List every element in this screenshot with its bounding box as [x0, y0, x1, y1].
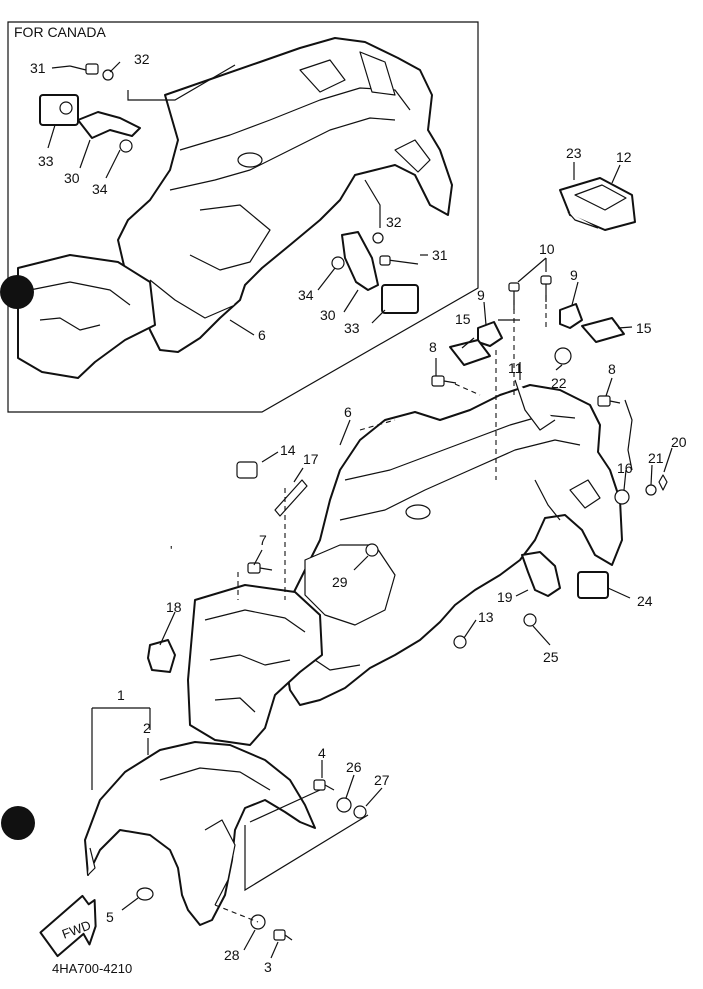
inset-battery-box	[17, 254, 156, 379]
part-18-clamp	[147, 639, 176, 673]
main-rear-fender	[279, 384, 623, 706]
part-13-rivet	[453, 635, 467, 649]
part-9-clip-right	[559, 303, 583, 329]
inset-reflector-33a	[39, 94, 79, 126]
inset-nut-32b	[372, 232, 384, 244]
callout-25: 25	[543, 649, 559, 665]
callout-1: 1	[117, 687, 125, 703]
part-15-pad-right	[581, 317, 625, 343]
part-14-damper	[236, 461, 258, 479]
callout-32-inset-b: 32	[386, 214, 402, 230]
callout-5: 5	[106, 909, 114, 925]
part-16-lamp	[624, 399, 633, 471]
part-5-grommet	[136, 887, 154, 901]
fwd-direction-arrow: FWD	[39, 894, 97, 958]
inset-title: FOR CANADA	[14, 24, 106, 40]
callout-15-right: 15	[636, 320, 652, 336]
callout-15-left: 15	[455, 311, 471, 327]
callout-3: 3	[264, 959, 272, 975]
stray-mark: '	[170, 543, 172, 558]
inset-bolt-31a	[69, 63, 99, 75]
inset-reflector-33b	[381, 284, 419, 314]
inset-bracket-30b	[341, 231, 379, 291]
callout-26: 26	[346, 759, 362, 775]
callout-32-inset-a: 32	[134, 51, 150, 67]
callout-24: 24	[637, 593, 653, 609]
callout-28: 28	[224, 947, 240, 963]
front-leaders	[91, 707, 383, 959]
registration-dot-upper	[0, 275, 34, 309]
callout-29: 29	[332, 574, 348, 590]
callout-6-inset: 6	[258, 327, 266, 343]
part-19-bracket	[521, 551, 561, 597]
callout-34-inset-a: 34	[92, 181, 108, 197]
part-17-strip	[274, 479, 308, 517]
part-29-grommet	[365, 543, 379, 557]
callout-13: 13	[478, 609, 494, 625]
inset-bolt-31b	[379, 255, 419, 266]
callout-17: 17	[303, 451, 319, 467]
registration-dot-lower	[1, 806, 35, 840]
callout-9-left: 9	[477, 287, 485, 303]
inset-nut-32a	[102, 69, 114, 81]
callout-8-left: 8	[429, 339, 437, 355]
callout-12: 12	[616, 149, 632, 165]
front-dashed-lines	[214, 789, 369, 923]
inset-collar-34b	[331, 256, 345, 270]
part-3-bolt	[273, 929, 293, 941]
callout-7: 7	[259, 532, 267, 548]
main-dashed-lines	[237, 295, 547, 600]
inset-frame	[7, 21, 479, 413]
callout-20: 20	[671, 434, 687, 450]
callout-9-right: 9	[570, 267, 578, 283]
callout-31-inset-a: 31	[30, 60, 46, 76]
inset-collar-34a	[119, 139, 133, 153]
callout-16: 16	[617, 460, 633, 476]
inset-leaders	[47, 61, 428, 336]
callout-31-inset-b: 31	[432, 247, 448, 263]
callout-23: 23	[566, 145, 582, 161]
callout-11: 11	[508, 360, 523, 376]
callout-14: 14	[280, 442, 296, 458]
diagram-code: 4HA700-4210	[52, 961, 132, 976]
callout-33-inset-a: 33	[38, 153, 54, 169]
callout-30-inset-a: 30	[64, 170, 80, 186]
part-9-clip-left	[477, 321, 503, 347]
part-8-bolt-right	[597, 395, 621, 407]
callout-8-right: 8	[608, 361, 616, 377]
part-23-12-flap	[559, 177, 636, 231]
callout-10: 10	[539, 241, 555, 257]
part-11-wire	[514, 379, 556, 431]
part-4-bolt	[313, 779, 335, 791]
callout-22: 22	[551, 375, 567, 391]
part-8-bolt-left	[431, 375, 457, 387]
callout-6-main: 6	[344, 404, 352, 420]
callout-34-inset-b: 34	[298, 287, 314, 303]
callout-30-inset-b: 30	[320, 307, 336, 323]
callout-19: 19	[497, 589, 513, 605]
main-leaders	[159, 257, 673, 646]
main-battery-box	[187, 584, 323, 746]
part-26-collar	[336, 797, 352, 813]
callout-21: 21	[648, 450, 664, 466]
callout-33-inset-b: 33	[344, 320, 360, 336]
inset-bracket-30a	[77, 111, 141, 139]
part-24-reflector	[577, 571, 609, 599]
part-20-screw	[658, 474, 668, 491]
part-10-bolts	[508, 275, 552, 310]
callout-2: 2	[143, 720, 151, 736]
part-27-washer	[353, 805, 367, 819]
inset-rear-fender	[117, 37, 453, 353]
front-fender	[84, 741, 316, 926]
callout-18: 18	[166, 599, 182, 615]
part-25-nut	[523, 613, 537, 627]
callout-4: 4	[318, 745, 326, 761]
part-22-collar	[554, 347, 572, 365]
callout-27: 27	[374, 772, 390, 788]
part-21-washer	[645, 484, 657, 496]
part-7-bolt	[247, 562, 273, 574]
